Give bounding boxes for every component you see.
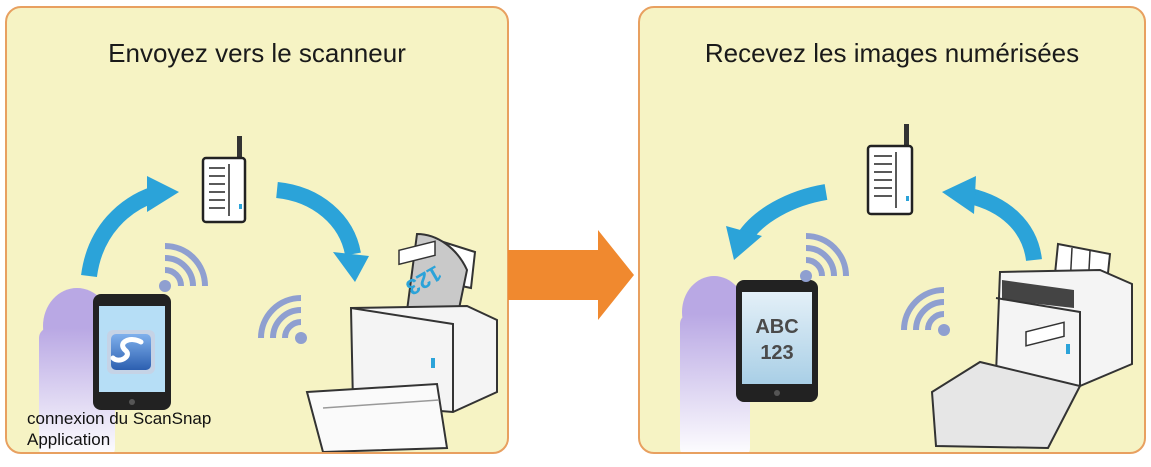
receive-panel: Recevez les images numérisées ABC 123 <box>638 6 1146 454</box>
app-connection-caption: connexion du ScanSnap Application <box>27 408 211 450</box>
tablet-text-line-1: ABC <box>755 316 798 338</box>
wifi-signal-icon <box>901 287 950 336</box>
curved-arrow-icon <box>275 182 369 282</box>
send-illustration: 123 <box>39 136 498 452</box>
scansnap-app-icon <box>107 330 155 374</box>
curved-arrow-icon <box>726 184 828 260</box>
send-panel-title: Envoyez vers le scanneur <box>108 38 406 68</box>
send-panel: Envoyez vers le scanneur <box>5 6 509 454</box>
scanner-icon: 123 <box>305 232 498 452</box>
caption-line-2: Application <box>27 430 111 449</box>
curved-arrow-icon <box>81 176 179 278</box>
wifi-signal-icon <box>159 243 208 292</box>
wifi-signal-icon <box>800 233 849 282</box>
wifi-router-icon <box>201 136 247 224</box>
receive-panel-title: Recevez les images numérisées <box>704 38 1080 68</box>
wifi-signal-icon <box>258 295 307 344</box>
caption-line-1: connexion du ScanSnap <box>27 409 212 428</box>
tablet-text-line-2: 123 <box>760 342 793 364</box>
right-arrow-icon <box>508 230 634 320</box>
tablet-icon: ABC 123 <box>736 280 818 402</box>
curved-arrow-icon <box>942 176 1042 262</box>
wifi-router-icon <box>866 124 914 216</box>
receive-illustration: ABC 123 <box>680 124 1133 452</box>
scanner-icon <box>930 242 1133 450</box>
person-icon <box>680 276 750 452</box>
